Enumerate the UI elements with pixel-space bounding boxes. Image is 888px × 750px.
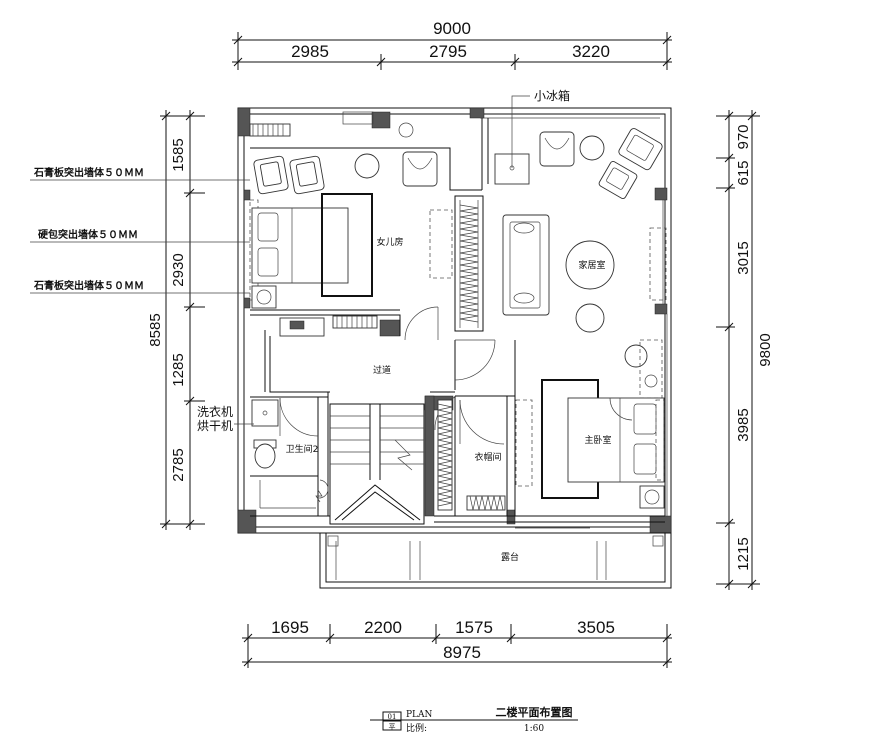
left-total-dimension: 8585: [147, 313, 164, 346]
annotation-washer: 洗衣机: [197, 404, 233, 419]
left-dimension-2: 2930: [170, 253, 187, 286]
annotation-hard-pack: 硬包突出墙体５０ＭＭ: [38, 228, 138, 241]
bottom-dimension-lines: [242, 624, 672, 668]
annotation-gypsum-2: 石膏板突出墙体５０ＭＭ: [33, 279, 144, 292]
room-label-daughter: 女儿房: [376, 236, 403, 248]
annotation-dryer: 烘干机: [197, 419, 233, 433]
closet-furniture: [437, 399, 506, 511]
right-dimension-3: 3015: [735, 241, 752, 274]
daughter-room-furniture: [249, 122, 453, 337]
room-label-terrace: 露台: [501, 551, 519, 563]
left-dimension-3: 1285: [170, 353, 187, 386]
room-label-closet: 衣帽间: [474, 451, 501, 463]
right-dimension-1: 970: [735, 124, 752, 149]
room-label-master: 主卧室: [584, 434, 611, 446]
bottom-total-dimension: 8975: [443, 643, 481, 662]
left-dimension-1: 1585: [170, 138, 187, 171]
right-dimension-4: 3985: [735, 408, 752, 441]
staircase: [329, 403, 425, 525]
exterior-walls: [237, 107, 672, 534]
top-dimension-2: 2795: [429, 42, 467, 61]
doors: [279, 306, 505, 499]
drawing-title: 二楼平面布置图: [496, 705, 573, 719]
top-dimension-3: 3220: [572, 42, 610, 61]
title-plan-label: PLAN: [406, 710, 433, 720]
bottom-dimension-1: 1695: [271, 618, 309, 637]
master-bedroom-furniture: [515, 379, 665, 509]
annotation-mini-fridge: 小冰箱: [534, 88, 570, 103]
terrace: [319, 527, 672, 589]
left-dimension-4: 2785: [170, 448, 187, 481]
interior-walls: [250, 118, 665, 523]
right-dimension-5: 1215: [735, 537, 752, 570]
top-dimension-lines: [232, 32, 672, 70]
title-block: [370, 711, 578, 731]
right-dimension-lines: [716, 110, 760, 590]
family-room-furniture: [494, 128, 667, 399]
hall-wardrobe: [459, 200, 479, 328]
bottom-dimension-2: 2200: [364, 618, 402, 637]
bottom-dimension-4: 3505: [577, 618, 615, 637]
scale-value: 1:60: [524, 724, 544, 734]
bathroom-furniture: [251, 399, 323, 509]
room-label-family: 家居室: [578, 259, 605, 271]
title-sheet: 平: [389, 723, 396, 731]
scale-label: 比例:: [406, 722, 427, 734]
right-total-dimension: 9800: [757, 333, 774, 366]
title-number: 01: [388, 713, 397, 721]
top-dimension-1: 2985: [291, 42, 329, 61]
top-total-dimension: 9000: [433, 19, 471, 38]
annotation-leaders: [30, 95, 530, 425]
room-label-bathroom2: 卫生间2: [286, 443, 319, 455]
bottom-dimension-3: 1575: [455, 618, 493, 637]
annotation-gypsum-1: 石膏板突出墙体５０ＭＭ: [33, 166, 144, 179]
room-label-corridor: 过道: [373, 364, 391, 376]
right-dimension-2: 615: [735, 160, 752, 185]
